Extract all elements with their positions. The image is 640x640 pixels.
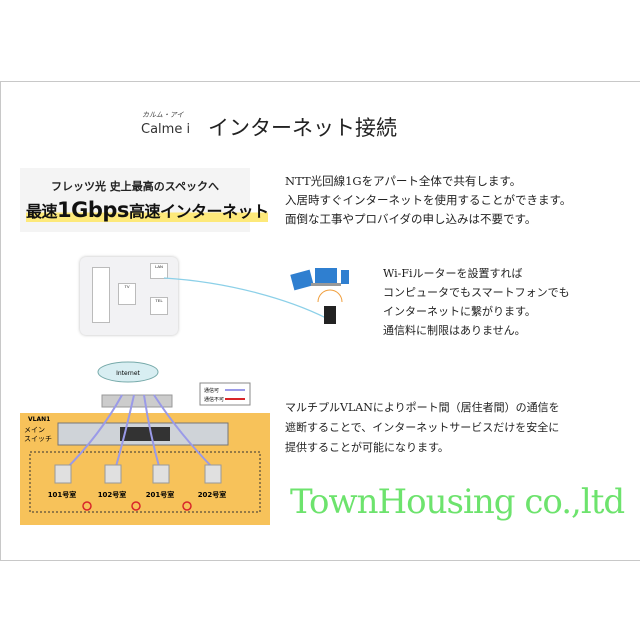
room-201: 201号室 (146, 490, 175, 499)
switch-ports (120, 427, 170, 441)
legend-ng: 通信不可 (204, 396, 224, 403)
rooms-boundary (29, 451, 261, 513)
switch-label-1: メイン (24, 426, 45, 434)
wifi-description: Wi-Fiルーターを設置すればコンピュータでもスマートフォンでもインターネットに… (383, 264, 570, 340)
phone-icon (341, 270, 349, 284)
text-line: コンピュータでもスマートフォンでも (383, 286, 570, 299)
text-line: マルチプルVLANによりポート間（居住者間）の通信を (285, 401, 560, 414)
room-202: 202号室 (198, 490, 227, 499)
room-101: 101号室 (48, 490, 77, 499)
text-line: 提供することが可能になります。 (285, 441, 449, 454)
text-line: インターネットに繋がります。 (383, 305, 536, 318)
fiber-description: NTT光回線1Gをアパート全体で共有します。入居時すぐインターネットを使用するこ… (285, 172, 571, 229)
room-102: 102号室 (98, 490, 127, 499)
text-line: 面倒な工事やプロバイダの申し込みは不要です。 (285, 212, 537, 226)
banner-speed: 1Gbps (57, 198, 129, 222)
text-line: 遮断することで、インターネットサービスだけを安全に (285, 421, 560, 434)
text-line: 通信料に制限はありません。 (383, 324, 526, 337)
laptop-icon (315, 268, 337, 283)
watermark: TownHousing co.,ltd (290, 482, 625, 522)
tv-port: TV (118, 283, 136, 305)
lan-cable (163, 277, 327, 319)
text-line: 入居時すぐインターネットを使用することができます。 (285, 193, 572, 207)
power-socket (92, 267, 110, 323)
router-icon (324, 306, 336, 324)
brand-kana: カルム・アイ (142, 111, 184, 119)
wall-outlet-image: TV LAN TEL (80, 257, 178, 335)
vlan-label: VLAN1 (28, 416, 50, 423)
brand-logo: Calme i (141, 122, 191, 137)
legend-ok: 通信可 (204, 387, 219, 394)
switch-label-2: スイッチ (24, 435, 52, 443)
banner-line2: 最速1Gbps高速インターネット (26, 198, 269, 222)
page-title: インターネット接続 (208, 116, 397, 140)
vlan-description: マルチプルVLANによりポート間（居住者間）の通信を遮断することで、インターネッ… (285, 398, 560, 458)
connection-arrows (64, 394, 216, 471)
vlan-diagram: Internet 通信可 通信不可 VLAN1 メイン スイッチ 101号室 1… (20, 361, 270, 525)
wifi-signal-icon (317, 289, 343, 303)
text-line: Wi-Fiルーターを設置すれば (383, 267, 523, 280)
slide (0, 81, 640, 561)
lan-port: LAN (150, 263, 168, 279)
pc-icons (54, 464, 222, 484)
banner-suffix: 高速インターネット (128, 202, 269, 221)
flets-banner: フレッツ光 史上最高のスペックへ 最速1Gbps高速インターネット (20, 168, 269, 232)
banner-prefix: 最速 (26, 202, 58, 221)
text-line: NTT光回線1Gをアパート全体で共有します。 (285, 174, 522, 188)
tablet-icon (290, 269, 314, 291)
cloud-icon (97, 361, 159, 383)
tel-port: TEL (150, 297, 168, 315)
banner-line1: フレッツ光 史上最高のスペックへ (50, 180, 220, 193)
block-icons (82, 501, 192, 511)
cloud-label: Internet (116, 370, 140, 377)
